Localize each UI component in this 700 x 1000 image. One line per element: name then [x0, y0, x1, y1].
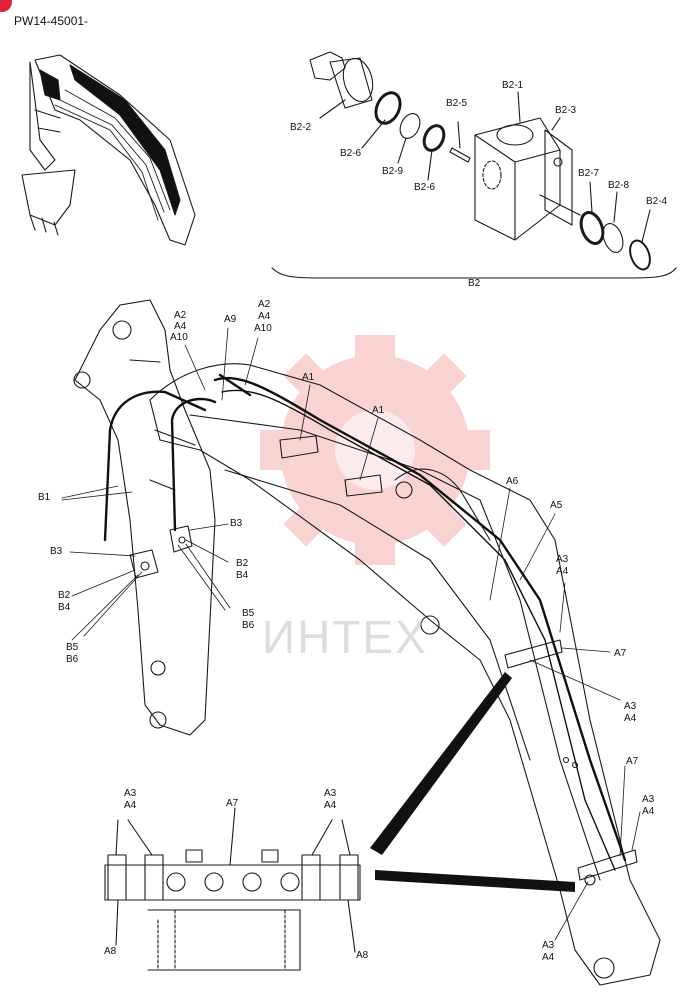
- callout-a3: A3: [624, 701, 637, 712]
- callout-a3: A3: [124, 788, 137, 799]
- document-code: PW14-45001-: [14, 14, 89, 28]
- callout-b2-3: B2-3: [555, 105, 577, 116]
- callout-a4: A4: [324, 800, 337, 811]
- watermark-text: ИНТЕХ: [262, 611, 428, 663]
- callout-a4: A4: [642, 806, 655, 817]
- callout-a3: A3: [556, 554, 569, 565]
- boom-assembly: [149, 363, 661, 986]
- callout-b4: B4: [58, 602, 71, 613]
- callout-b2: B2: [58, 590, 71, 601]
- callout-b2-8: B2-8: [608, 180, 630, 191]
- leader-lines: [61, 327, 641, 941]
- callout-a3: A3: [642, 794, 655, 805]
- callout-b5: B5: [66, 642, 79, 653]
- callout-a1: A1: [302, 372, 315, 383]
- callout-b2-2: B2-2: [290, 122, 312, 133]
- callout-b4: B4: [236, 570, 249, 581]
- excavator-thumbnail: [21, 54, 196, 246]
- callout-a7: A7: [626, 756, 639, 767]
- callout-a10: A10: [170, 332, 188, 343]
- callout-a8: A8: [356, 950, 369, 961]
- arm-assembly: [73, 299, 216, 736]
- callout-a4: A4: [174, 321, 187, 332]
- callout-a2: A2: [258, 299, 271, 310]
- b2-exploded-view: [271, 51, 677, 279]
- corner-marker: [0, 0, 12, 12]
- callout-a10: A10: [254, 323, 272, 334]
- callout-b5: B5: [242, 608, 255, 619]
- callout-b2-6: B2-6: [340, 148, 362, 159]
- callout-a4: A4: [542, 952, 555, 963]
- callout-a4: A4: [124, 800, 137, 811]
- hose-lines: [103, 373, 627, 871]
- callout-b2-7: B2-7: [578, 168, 600, 179]
- callout-b2-4: B2-4: [646, 196, 668, 207]
- callout-b2: B2: [236, 558, 249, 569]
- callout-b3: B3: [50, 546, 63, 557]
- callout-a4: A4: [258, 311, 271, 322]
- callout-b6: B6: [242, 620, 255, 631]
- clamp-detail-view: [104, 807, 361, 971]
- callout-a3: A3: [324, 788, 337, 799]
- callout-a5: A5: [550, 500, 563, 511]
- callout-a7: A7: [614, 648, 627, 659]
- callout-a4: A4: [624, 713, 637, 724]
- detail-arrows: [370, 672, 575, 892]
- callout-a6: A6: [506, 476, 519, 487]
- callout-a2: A2: [174, 310, 187, 321]
- callout-a4: A4: [556, 566, 569, 577]
- callout-a3: A3: [542, 940, 555, 951]
- callout-b3: B3: [230, 518, 243, 529]
- callout-a9: A9: [224, 314, 237, 325]
- callout-b6: B6: [66, 654, 79, 665]
- callout-b2-5: B2-5: [446, 98, 468, 109]
- callout-b2-6: B2-6: [414, 182, 436, 193]
- callout-b2-1: B2-1: [502, 80, 524, 91]
- callout-a8: A8: [104, 946, 117, 957]
- callout-b2-9: B2-9: [382, 166, 404, 177]
- callout-a1: A1: [372, 405, 385, 416]
- callout-b1: B1: [38, 492, 51, 503]
- callout-b2-group: B2: [468, 278, 481, 289]
- callout-a7: A7: [226, 798, 239, 809]
